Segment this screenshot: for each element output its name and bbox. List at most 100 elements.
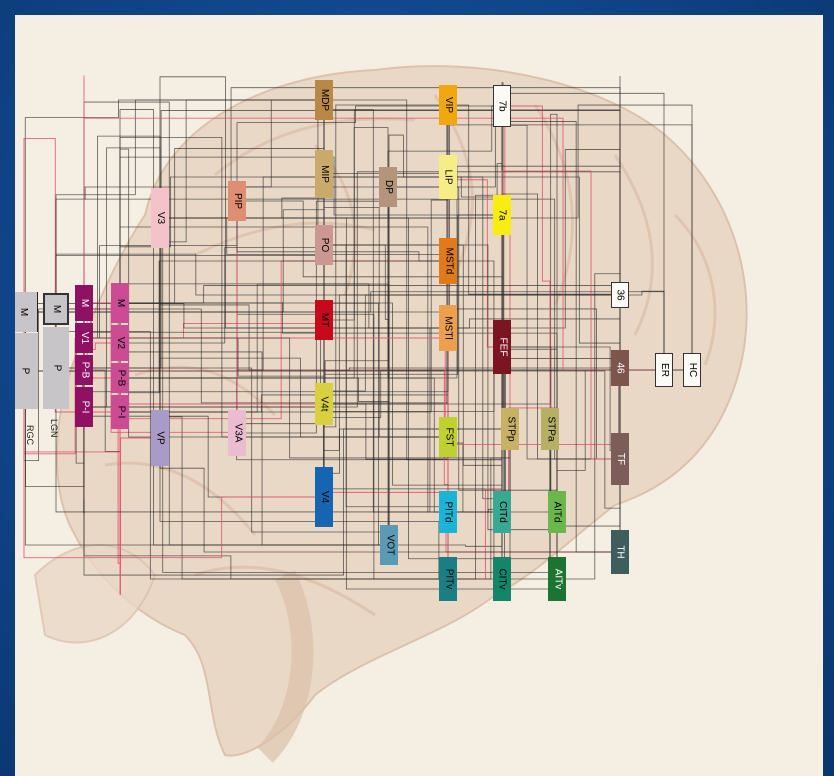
- area-label: M: [79, 298, 90, 308]
- area-label: DP: [383, 180, 394, 194]
- connection-line: [237, 200, 390, 545]
- connection-line: [119, 303, 160, 595]
- area-label: P-B: [78, 361, 90, 379]
- area-label: P-B: [114, 369, 126, 387]
- area-label: VOT: [384, 534, 395, 556]
- connection-line: [323, 172, 620, 553]
- connection-line: [324, 121, 449, 405]
- area-label: HC: [686, 362, 698, 378]
- connection-line: [501, 124, 620, 460]
- area-v1-pb: P-B: [75, 355, 93, 385]
- area-mip: MIP: [315, 150, 333, 198]
- area-label: ER: [659, 363, 670, 377]
- connection-line: [502, 105, 551, 429]
- area-v2-pi: P-I: [111, 395, 129, 429]
- connection-line: [160, 217, 551, 560]
- area-dp: DP: [379, 167, 397, 207]
- area-7a: 7a: [493, 195, 511, 235]
- connection-line: [160, 217, 551, 590]
- area-fst: FST: [439, 417, 457, 457]
- area-label: P-I: [79, 400, 90, 414]
- area-stpp: STPp: [501, 408, 519, 450]
- area-label: V1: [78, 331, 90, 345]
- area-label: CITv: [497, 568, 509, 590]
- area-label: V2: [114, 336, 126, 350]
- connection-line: [323, 104, 448, 497]
- area-label: M: [18, 307, 30, 317]
- connection-line: [324, 244, 551, 531]
- side-label-lgn: LGN: [49, 419, 59, 438]
- connection-line: [323, 294, 620, 392]
- area-label: MSTd: [443, 247, 455, 275]
- area-label: FEF: [497, 337, 509, 357]
- area-label: PIP: [232, 192, 243, 210]
- connection-line: [236, 201, 448, 262]
- connection-line: [55, 99, 324, 309]
- area-label: STPp: [505, 416, 517, 442]
- connection-line: [24, 370, 621, 509]
- area-label: CITd: [497, 501, 509, 523]
- area-label: 36: [615, 289, 626, 301]
- area-vip: VIP: [439, 85, 457, 125]
- area-label: P-I: [115, 405, 126, 419]
- connection-line: [501, 82, 510, 430]
- area-fef: FEF: [493, 320, 511, 374]
- area-lip: LIP: [439, 155, 457, 199]
- area-lgn-p: P: [43, 327, 69, 409]
- connection-line: [388, 186, 558, 579]
- area-v4: V4: [315, 467, 333, 527]
- connection-line: [502, 273, 621, 580]
- area-label: PO: [318, 237, 330, 253]
- area-label: PITv: [443, 568, 454, 590]
- connection-line: [501, 193, 620, 512]
- connection-line: [236, 176, 448, 371]
- connection-line: [324, 244, 390, 545]
- area-vp: VP: [151, 410, 169, 466]
- connection-line: [23, 312, 324, 559]
- connection-line: [323, 320, 510, 474]
- connection-line: [236, 313, 502, 580]
- connection-line: [160, 105, 449, 255]
- area-7b: 7b: [493, 85, 511, 127]
- connection-line: [323, 174, 620, 553]
- area-label: V3: [154, 211, 166, 225]
- area-label: V4: [318, 490, 330, 504]
- area-lgn-m: M: [43, 293, 69, 325]
- area-rgc-m: M: [15, 292, 38, 332]
- connection-line: [388, 92, 665, 370]
- connection-line: [55, 99, 324, 309]
- area-v2: V2: [111, 325, 129, 361]
- area-label: MIP: [319, 165, 330, 183]
- connection-line: [501, 170, 620, 460]
- connection-line: [501, 106, 620, 553]
- area-label: VP: [155, 431, 166, 445]
- connection-wires: [23, 75, 693, 595]
- area-v2-m: M: [111, 283, 129, 323]
- area-stpa: STPa: [541, 408, 559, 450]
- area-tf: TF: [611, 433, 629, 485]
- area-label: AITd: [552, 501, 563, 523]
- connection-line: [119, 226, 557, 513]
- area-label: VIP: [443, 96, 454, 114]
- diagram-panel: M P M P M V1 P-B P-I M V2 P-B P-I V3 VP …: [15, 15, 823, 776]
- area-th: TH: [611, 530, 629, 574]
- connection-line: [324, 113, 558, 512]
- area-label: PITd: [443, 501, 454, 523]
- connection-line: [324, 109, 621, 321]
- connection-line: [447, 308, 620, 512]
- area-label: FST: [443, 427, 455, 447]
- area-36: 36: [611, 282, 629, 308]
- connection-line: [448, 295, 621, 329]
- side-label-rgc: RGC: [25, 425, 35, 445]
- area-label: LIP: [442, 169, 454, 185]
- connection-line: [84, 285, 621, 368]
- area-v1-pi: P-I: [75, 387, 93, 427]
- area-pip: PIP: [228, 181, 246, 221]
- area-label: TF: [615, 452, 626, 466]
- connection-line: [160, 104, 693, 370]
- area-label: V3A: [232, 423, 243, 443]
- connection-line: [502, 295, 621, 452]
- area-label: M: [115, 298, 126, 308]
- connection-line: [160, 197, 325, 404]
